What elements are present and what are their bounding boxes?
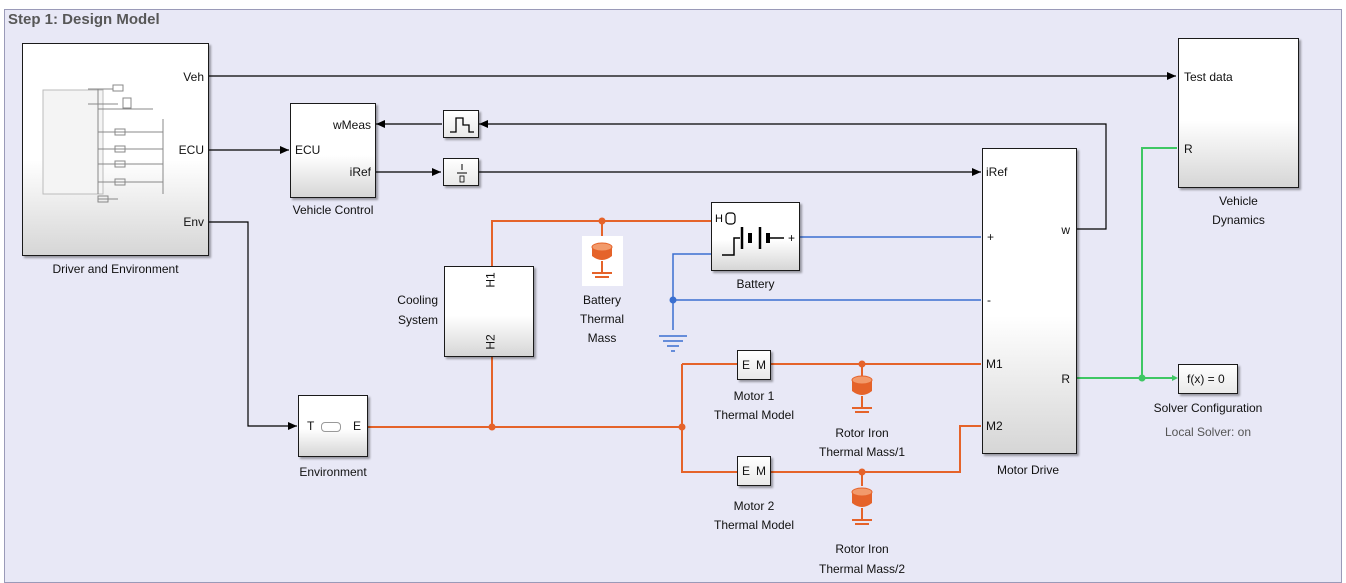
scenario-icon: [42, 84, 164, 203]
phys-vd-r[interactable]: [1141, 147, 1177, 378]
motor1-port-e: E: [742, 358, 751, 372]
motor-drive-block[interactable]: iRef + - M1 M2 w R: [982, 148, 1077, 454]
port-r: R: [1061, 372, 1070, 386]
port-test-data: Test data: [1184, 70, 1233, 84]
rotor2-label-line2: Thermal Mass/2: [818, 562, 906, 576]
port-minus: -: [987, 293, 991, 307]
cooling-system-label-line1: Cooling: [397, 293, 438, 307]
cooling-system-block[interactable]: H1 H2: [444, 266, 534, 357]
solver-configuration-label: Solver Configuration: [1153, 401, 1263, 415]
vehicle-dynamics-label-line1: Vehicle: [1219, 194, 1258, 208]
motor1-label-line2: Thermal Model: [713, 408, 795, 422]
transfer-function-icon: [457, 164, 467, 183]
port-r-in: R: [1184, 142, 1193, 156]
battery-thermal-label-line1: Battery: [582, 293, 621, 307]
zero-order-hold-icon: [450, 117, 474, 133]
elec-batt-minus[interactable]: [672, 253, 711, 300]
signal-w-feedback[interactable]: [479, 120, 1107, 230]
rotor1-thermal-mass-icon[interactable]: [851, 375, 873, 413]
area-title: Step 1: Design Model: [8, 11, 160, 28]
solver-local-status: Local Solver: on: [1164, 425, 1252, 439]
rotor1-label-line2: Thermal Mass/1: [818, 445, 906, 459]
vehicle-dynamics-label-line2: Dynamics: [1212, 213, 1265, 227]
port-w: w: [1061, 223, 1070, 237]
port-veh: Veh: [183, 70, 204, 84]
rotor1-label-line1: Rotor Iron: [835, 426, 889, 440]
motor-drive-label: Motor Drive: [996, 463, 1059, 477]
port-t: T: [307, 419, 315, 433]
environment-icon: [321, 422, 341, 432]
battery-icon: H +: [715, 212, 795, 256]
battery-block[interactable]: H +: [711, 202, 800, 271]
port-ecu: ECU: [178, 143, 204, 157]
solver-configuration-block[interactable]: f(x) = 0: [1178, 364, 1238, 394]
port-ecu-in: ECU: [295, 143, 321, 157]
motor1-port-m: M: [756, 358, 766, 372]
port-h1: H1: [483, 272, 498, 288]
cooling-system-label-line2: System: [397, 313, 438, 327]
thermal-motor-bus[interactable]: [681, 364, 737, 473]
signal-env[interactable]: [208, 221, 297, 430]
port-h2: H2: [483, 334, 498, 350]
battery-thermal-label-line3: Mass: [587, 331, 617, 345]
vehicle-dynamics-block[interactable]: Test data R: [1178, 38, 1299, 188]
solver-equation: f(x) = 0: [1187, 372, 1225, 386]
motor2-port-m: M: [756, 464, 766, 478]
port-plus: +: [987, 230, 995, 244]
port-iref-out: iRef: [349, 165, 371, 179]
port-wmeas: wMeas: [332, 118, 371, 132]
driver-environment-label: Driver and Environment: [52, 262, 179, 276]
motor2-port-e: E: [742, 464, 751, 478]
motor1-thermal-model-block[interactable]: E M: [737, 350, 771, 380]
battery-thermal-label-line2: Thermal: [579, 312, 624, 326]
vehicle-control-label: Vehicle Control: [292, 203, 374, 217]
rotor2-label-line1: Rotor Iron: [835, 542, 889, 556]
driver-environment-block[interactable]: Veh ECU Env: [22, 43, 209, 256]
battery-thermal-mass-icon[interactable]: [582, 236, 623, 286]
port-iref-in: iRef: [986, 165, 1008, 179]
port-m2: M2: [986, 419, 1003, 433]
battery-port-h: H: [715, 213, 723, 225]
battery-port-plus: +: [788, 231, 795, 245]
motor2-thermal-model-block[interactable]: E M: [737, 456, 771, 486]
port-env: Env: [183, 215, 204, 229]
motor1-label-line1: Motor 1: [733, 389, 775, 403]
vehicle-control-block[interactable]: wMeas ECU iRef: [290, 103, 376, 198]
motor2-label-line2: Thermal Model: [713, 518, 795, 532]
motor2-label-line1: Motor 2: [733, 499, 775, 513]
transfer-function-block[interactable]: [443, 158, 479, 186]
ground-icon: [659, 335, 687, 352]
zero-order-hold-block[interactable]: [443, 110, 479, 138]
environment-label: Environment: [299, 465, 367, 479]
port-m1: M1: [986, 357, 1003, 371]
environment-block[interactable]: T E: [298, 395, 368, 457]
rotor2-thermal-mass-icon[interactable]: [851, 487, 873, 525]
port-e: E: [352, 419, 361, 433]
thermal-h1-battery[interactable]: [491, 220, 711, 267]
battery-label: Battery: [736, 277, 775, 291]
